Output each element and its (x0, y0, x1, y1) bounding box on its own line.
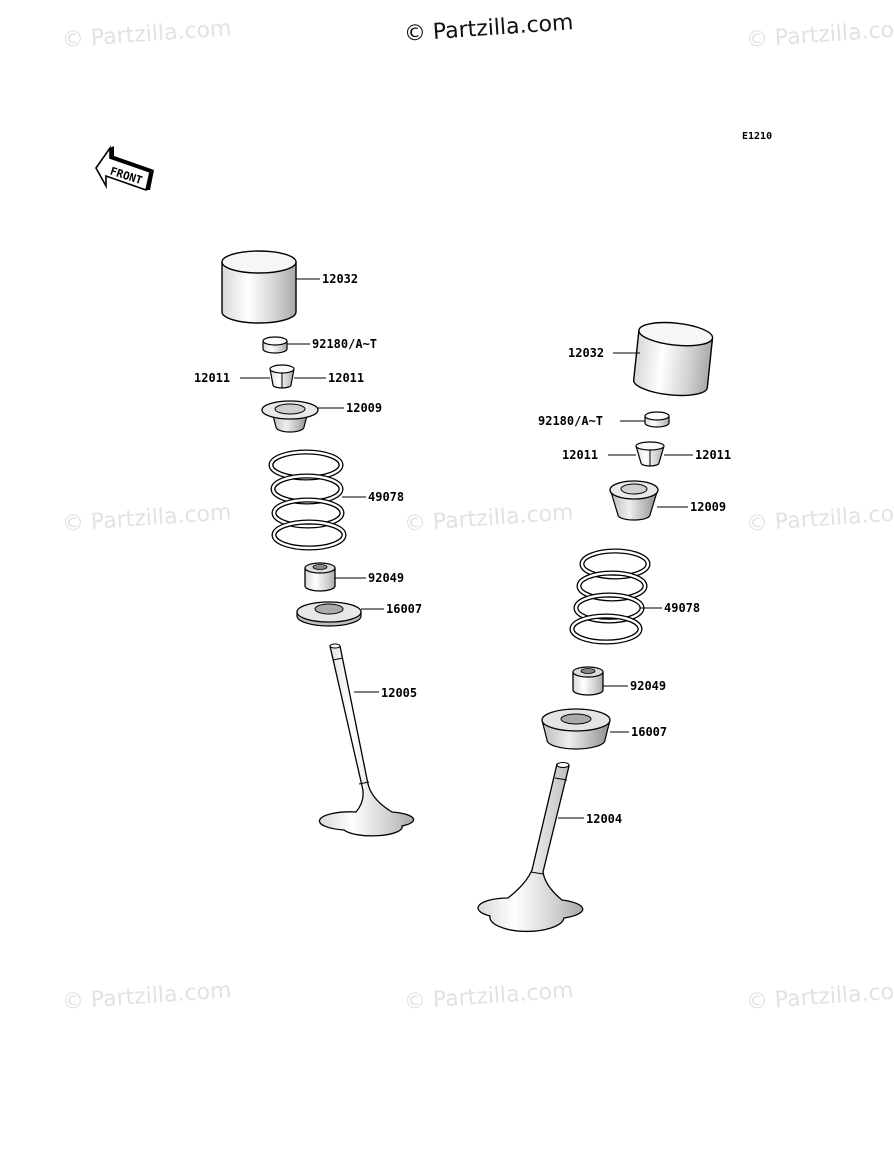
left-retainer (261, 400, 319, 433)
label-right-retainer: 12009 (690, 500, 727, 514)
left-shim (262, 336, 288, 354)
label-right-seat: 16007 (631, 725, 668, 739)
front-arrow-icon: FRONT (95, 145, 154, 192)
left-valve (318, 643, 415, 837)
right-spring (569, 548, 651, 645)
label-left-shim: 92180/A~T (312, 337, 378, 351)
label-right-shim: 92180/A~T (538, 414, 604, 428)
label-right-valve: 12004 (586, 812, 623, 826)
label-left-tappet: 12032 (322, 272, 359, 286)
label-left-valve: 12005 (381, 686, 418, 700)
left-tappet (221, 250, 297, 324)
left-spring-seat (296, 601, 362, 627)
right-valve (477, 762, 584, 933)
label-right-tappet: 12032 (568, 346, 605, 360)
diagram-code: E1210 (742, 131, 773, 142)
left-keepers (269, 364, 295, 389)
left-spring (268, 449, 347, 551)
left-leaders (240, 278, 384, 693)
label-right-spring: 49078 (664, 601, 701, 615)
label-right-keeper-right: 12011 (695, 448, 732, 462)
right-retainer (609, 480, 659, 521)
label-left-retainer: 12009 (346, 401, 383, 415)
right-leaders (558, 352, 693, 819)
label-right-keeper-left: 12011 (562, 448, 599, 462)
right-keepers (635, 441, 665, 467)
label-left-seal: 92049 (368, 571, 405, 585)
label-left-keeper-right: 12011 (328, 371, 365, 385)
right-shim (644, 411, 670, 428)
left-seal (304, 562, 336, 592)
label-left-spring: 49078 (368, 490, 405, 504)
label-left-seat: 16007 (386, 602, 423, 616)
label-left-keeper-left: 12011 (194, 371, 231, 385)
right-seal (572, 666, 604, 696)
right-spring-seat (541, 708, 611, 750)
label-right-seal: 92049 (630, 679, 667, 693)
right-tappet (632, 321, 714, 397)
